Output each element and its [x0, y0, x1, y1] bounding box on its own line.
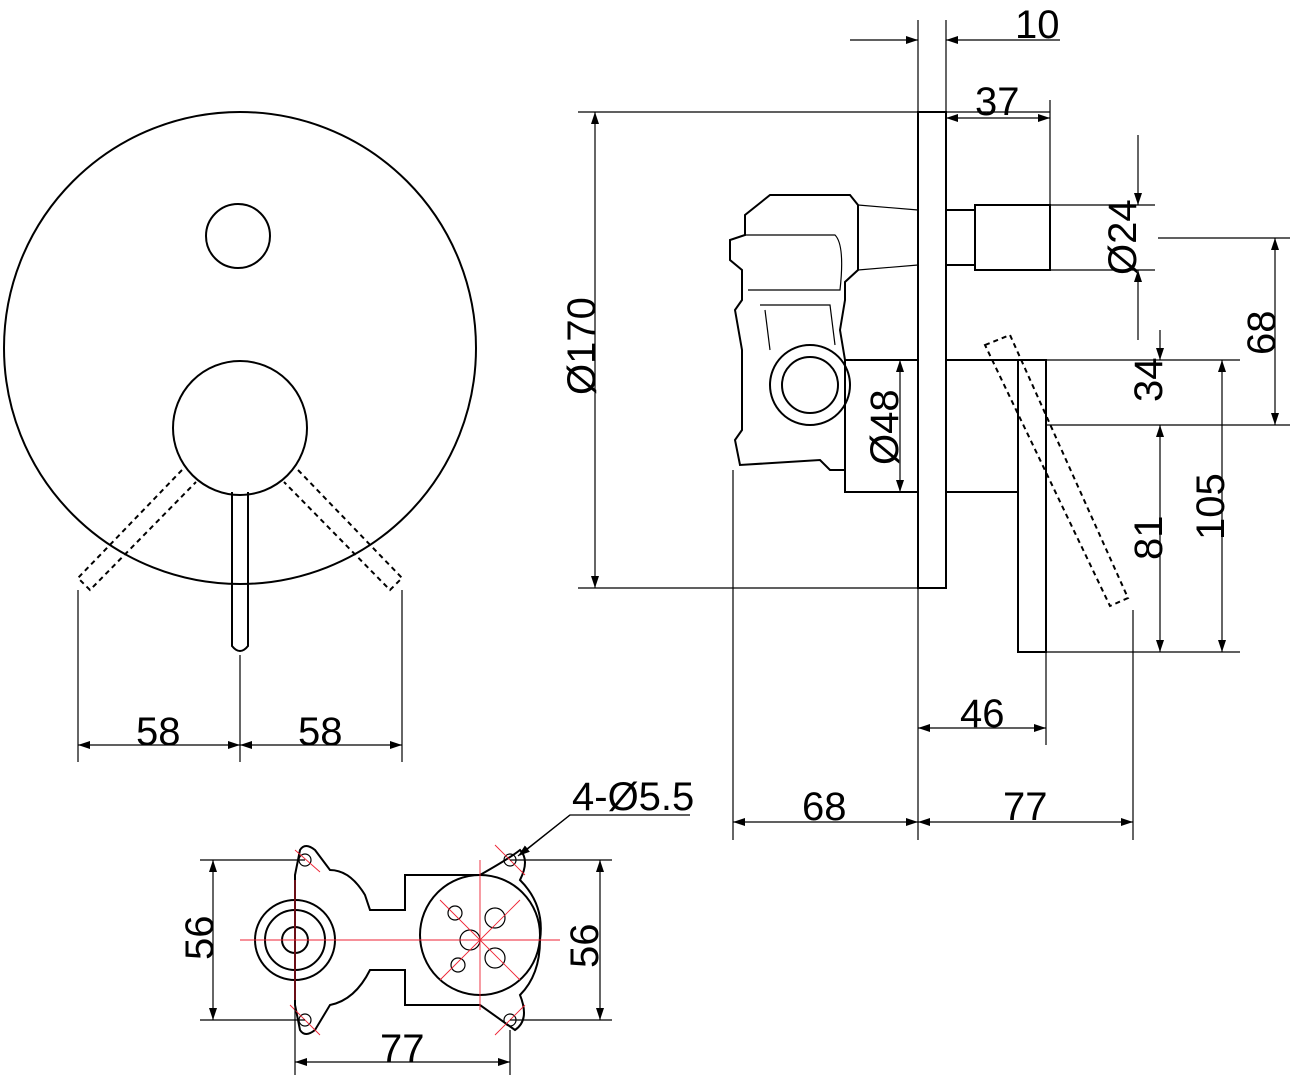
- dim-46: 46: [917, 588, 1047, 840]
- front-view: 58 58: [3, 111, 477, 762]
- dim-58-58: 58 58: [77, 590, 403, 762]
- dim-label: 77: [1003, 785, 1048, 829]
- dim-label: 10: [1015, 3, 1060, 47]
- lever-raised-position: [983, 333, 1130, 608]
- outlet-port: [769, 344, 851, 426]
- dim-label: Ø170: [560, 297, 604, 395]
- dim-label: 105: [1189, 473, 1233, 540]
- cover-plate-side: [917, 111, 947, 589]
- dim-68-77: 68 77: [732, 470, 1134, 840]
- dim-77-bottom: 77: [294, 1000, 511, 1075]
- dim-label: 81: [1127, 516, 1171, 561]
- dim-label: 58: [136, 710, 181, 754]
- dim-4-holes: 4-Ø5.5: [517, 775, 694, 857]
- dim-label: Ø48: [863, 389, 907, 465]
- dim-label: 34: [1127, 358, 1171, 403]
- lever-right-position: [283, 469, 404, 592]
- cover-plate: [3, 111, 477, 585]
- dim-48: Ø48: [863, 360, 907, 492]
- dim-label: 46: [960, 692, 1005, 736]
- dim-56-right: 56: [510, 859, 612, 1021]
- valve-body: [729, 194, 859, 471]
- dim-56-left: 56: [178, 859, 305, 1021]
- dim-label: 58: [298, 710, 343, 754]
- dim-label: 56: [178, 916, 222, 961]
- bottom-view: 4-Ø5.5 56 56 77: [178, 775, 694, 1075]
- dim-68-right: 68: [1046, 237, 1290, 426]
- dim-24: Ø24: [1050, 135, 1155, 340]
- lever-left-position: [76, 469, 197, 592]
- diverter-knob: [205, 203, 271, 269]
- dim-label: 37: [975, 80, 1020, 124]
- dim-label: 77: [380, 1027, 425, 1071]
- dim-170: Ø170: [560, 111, 1050, 589]
- dim-label: Ø24: [1101, 199, 1145, 275]
- dim-34-105-81: 34 81 105: [1046, 330, 1240, 653]
- dim-label: 68: [802, 785, 847, 829]
- diverter-stem: [945, 209, 976, 266]
- lever-side: [1017, 359, 1047, 653]
- mounting-body: [294, 845, 542, 1035]
- handle-hub: [172, 360, 308, 496]
- dim-label: 4-Ø5.5: [572, 775, 694, 819]
- dim-label: 56: [563, 924, 607, 969]
- dim-label: 68: [1240, 311, 1284, 356]
- side-view: 10 37 Ø170 Ø24 68: [560, 3, 1290, 840]
- centerlines: [240, 844, 560, 1036]
- dim-10: 10: [850, 3, 1060, 112]
- diverter-cap: [974, 204, 1051, 271]
- lever: [231, 492, 249, 652]
- handle-body: [945, 359, 1019, 493]
- dim-37: 37: [946, 80, 1051, 205]
